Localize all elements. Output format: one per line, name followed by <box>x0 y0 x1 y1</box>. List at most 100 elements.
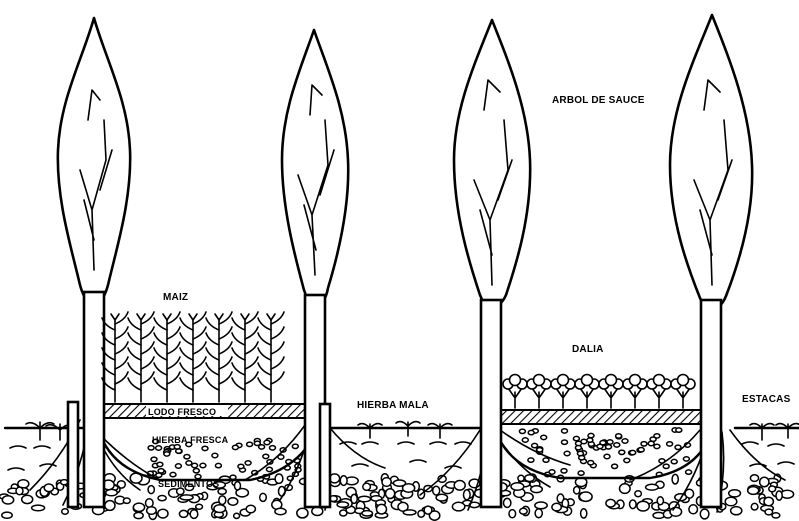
pebble <box>614 443 620 447</box>
pebble <box>564 451 570 455</box>
pebble <box>403 510 416 515</box>
pebble <box>622 439 628 443</box>
pebble <box>123 498 130 503</box>
pebble <box>158 509 168 518</box>
sediment-pebbles <box>0 428 794 520</box>
pebble <box>776 491 782 500</box>
pebble <box>522 438 528 442</box>
pebble <box>663 464 669 468</box>
label-maiz: MAIZ <box>163 292 188 303</box>
pebble <box>170 472 176 476</box>
pebble <box>22 495 33 503</box>
corn-plant <box>206 312 232 402</box>
pebble <box>260 493 267 501</box>
pebble <box>600 441 606 445</box>
pebble <box>238 464 244 468</box>
pebble <box>190 510 198 519</box>
pebble <box>292 444 298 448</box>
pebble <box>731 507 742 515</box>
pebble <box>228 498 238 505</box>
pebble <box>700 509 709 519</box>
willow-tree-2 <box>282 30 348 507</box>
pebble <box>765 509 773 515</box>
pebble <box>616 434 622 438</box>
dahlia-plant <box>551 375 575 409</box>
label-hierba-fresca: HIERBA FRESCA <box>152 435 229 445</box>
pebble <box>619 450 625 454</box>
pebble <box>134 512 143 518</box>
pebble <box>266 467 272 471</box>
pebble <box>192 463 198 467</box>
pebble <box>612 464 618 468</box>
pebble <box>62 509 69 514</box>
pebble <box>215 463 221 467</box>
pebble <box>689 505 698 514</box>
pebble <box>464 490 471 500</box>
pebble <box>561 469 567 473</box>
pebble <box>725 497 737 506</box>
pebble <box>454 481 465 491</box>
pebble <box>16 487 23 495</box>
pebble <box>105 501 115 511</box>
pebble <box>2 496 13 504</box>
pebble <box>518 475 524 481</box>
pebble <box>235 482 241 490</box>
pebble <box>528 430 534 434</box>
pebble <box>386 489 395 499</box>
willow-tree-3 <box>454 20 530 507</box>
willow-tree-4 <box>670 15 752 507</box>
pebble <box>179 510 187 517</box>
pebble <box>158 469 164 473</box>
label-hierba-mala: HIERBA MALA <box>357 400 429 411</box>
pebble <box>218 489 226 495</box>
corn-plant <box>102 312 128 402</box>
pebble <box>635 491 642 497</box>
pebble <box>158 496 166 501</box>
pebble <box>263 454 269 458</box>
dahlia-plant <box>671 375 695 409</box>
label-arbol-de-sauce: ARBOL DE SAUCE <box>552 95 645 106</box>
pebble <box>156 446 162 450</box>
pebble <box>340 510 347 516</box>
pebble <box>32 505 45 511</box>
pebble <box>637 501 649 511</box>
pebble <box>202 446 208 450</box>
pebble <box>418 510 425 517</box>
pebble <box>212 453 218 457</box>
pebble <box>270 446 276 450</box>
pebble <box>630 450 636 454</box>
dahlia-plant <box>527 375 551 409</box>
pebble <box>232 445 238 449</box>
pebble <box>234 513 240 518</box>
pebble <box>683 457 689 461</box>
pebble <box>245 461 251 465</box>
pebble <box>246 505 255 513</box>
pebble <box>537 448 543 452</box>
pebble <box>574 487 580 494</box>
pebble <box>604 454 610 458</box>
dahlia-plant <box>503 375 527 409</box>
pebble <box>362 511 373 516</box>
pebble <box>44 484 53 492</box>
pebble <box>433 486 440 495</box>
label-sedimentos: SEDIMENTOS <box>158 479 219 489</box>
pebble <box>573 436 579 440</box>
pebble <box>581 509 587 518</box>
pebble <box>377 504 387 514</box>
pebble <box>148 446 154 450</box>
pebble <box>200 463 206 467</box>
pebble <box>219 496 226 505</box>
pebble <box>587 438 593 442</box>
pebble <box>588 461 594 465</box>
pebble <box>581 439 587 443</box>
pebble <box>675 445 681 449</box>
pebble <box>2 512 12 518</box>
pebble <box>624 458 630 462</box>
pebble <box>575 446 581 450</box>
pebble <box>436 494 447 501</box>
corn-plant <box>128 312 154 402</box>
pebble <box>184 455 190 459</box>
pebble <box>424 506 432 514</box>
pebble <box>340 476 347 486</box>
pebble <box>452 502 464 511</box>
